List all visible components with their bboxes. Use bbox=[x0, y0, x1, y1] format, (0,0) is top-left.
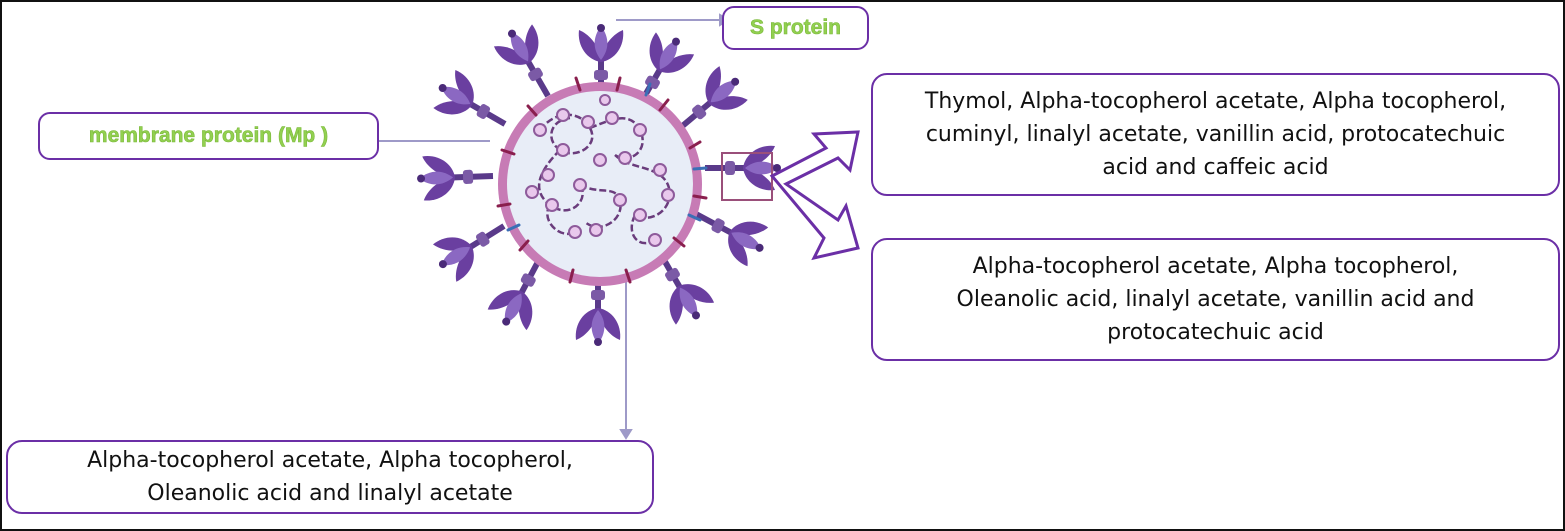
membrane-protein-markers bbox=[496, 76, 708, 284]
compound-box-middle-right: Alpha-tocopherol acetate, Alpha tocopher… bbox=[871, 238, 1560, 361]
compound-text-line: cuminyl, linalyl acetate, vanillin acid,… bbox=[925, 122, 1506, 147]
compound-text-line: Oleanolic acid, linalyl acetate, vanilli… bbox=[956, 287, 1475, 312]
membrane-protein-label: membrane protein (Mp ) bbox=[88, 124, 329, 148]
virus-core bbox=[507, 91, 693, 277]
compound-text-line: protocatechuic acid bbox=[1107, 320, 1324, 345]
compound-text-line: Alpha-tocopherol acetate, Alpha tocopher… bbox=[87, 448, 573, 473]
compound-text-line: acid and caffeic acid bbox=[1102, 155, 1329, 180]
membrane-protein-label-box: membrane protein (Mp ) bbox=[38, 112, 379, 160]
compound-text-line: Alpha-tocopherol acetate, Alpha tocopher… bbox=[972, 254, 1459, 279]
double-headed-bent-arrow bbox=[769, 130, 860, 261]
compound-text-line: Oleanolic acid and linalyl acetate bbox=[147, 481, 513, 506]
compound-box-bottom-left: Alpha-tocopherol acetate, Alpha tocopher… bbox=[6, 440, 654, 514]
s-protein-label: S protein bbox=[749, 16, 842, 40]
rna-nucleocapsid bbox=[525, 94, 675, 247]
compound-text-line: Thymol, Alpha-tocopherol acetate, Alpha … bbox=[924, 89, 1507, 114]
compound-box-top-right: Thymol, Alpha-tocopherol acetate, Alpha … bbox=[871, 73, 1560, 196]
s-protein-label-box: S protein bbox=[722, 6, 869, 50]
envelope-protein-markers bbox=[506, 82, 708, 232]
